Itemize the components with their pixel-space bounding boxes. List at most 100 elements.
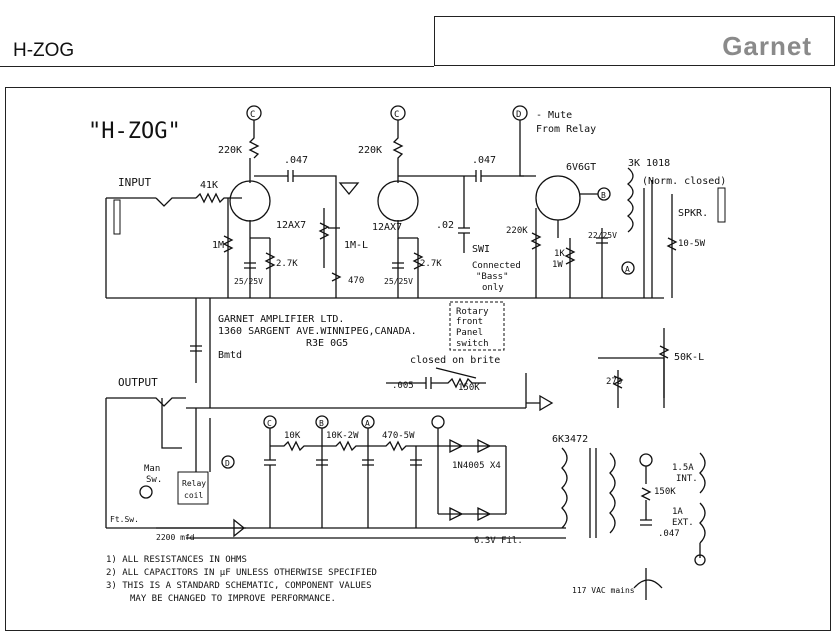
norm-closed-label: (Norm. closed) <box>642 176 726 187</box>
power-tube-connections <box>530 193 598 298</box>
fuse-int-1: 1.5A <box>672 463 694 473</box>
r-150k-b-label: 150K <box>654 487 676 497</box>
sw1-note-3: only <box>482 283 504 293</box>
schematic-diagram: "H-ZOG" INPUT 41K 12AX7 C 220K .047 1M 2… <box>88 105 726 604</box>
header: H-ZOG Garnet <box>0 0 836 72</box>
relay-label-2: coil <box>184 491 203 500</box>
rotary-line-2: front <box>456 317 483 327</box>
node-a-1-label: A <box>625 265 630 274</box>
r-220k-a-label: 220K <box>218 145 242 156</box>
input-jack <box>105 197 196 298</box>
diodes-label: 1N4005 X4 <box>452 461 501 471</box>
r-1k <box>564 238 576 298</box>
r-470-5w-label: 470-5W <box>382 431 415 441</box>
rotary-line-4: switch <box>456 339 489 349</box>
r-470 <box>331 268 342 298</box>
node-open <box>431 415 445 429</box>
company-line-1: GARNET AMPLIFIER LTD. <box>218 314 344 325</box>
transformer-label: 3K 1018 <box>628 158 670 169</box>
r-470-label: 470 <box>348 276 364 286</box>
mute-diode <box>525 373 554 412</box>
pilot-circuit <box>640 466 652 526</box>
company-line-3: R3E 0G5 <box>306 338 348 349</box>
tube-v1-label: 12AX7 <box>276 220 306 231</box>
output-jack <box>105 397 186 528</box>
rotary-switch-box <box>449 301 505 351</box>
cap-pw-label: 22/25V <box>588 231 617 240</box>
filter-chain <box>269 428 439 528</box>
man-switch <box>139 485 153 499</box>
node-c-1-label: C <box>250 110 255 120</box>
rotary-line-1: Rotary <box>456 307 489 317</box>
mute-wire <box>519 120 536 177</box>
r-150k-a-label: 150K <box>458 383 480 393</box>
output-label: OUTPUT <box>118 376 158 389</box>
fuses <box>699 452 706 558</box>
c-047-a <box>254 170 337 268</box>
r-10-5w <box>666 194 678 298</box>
power-transformer <box>561 447 616 538</box>
r-27k-b <box>412 238 424 298</box>
bright-network <box>386 367 486 389</box>
node-b-1-label: B <box>601 191 606 200</box>
r-27k-b-label: 2.7K <box>420 259 442 269</box>
r-270-label: 270 <box>606 377 622 387</box>
schematic-frame: "H-ZOG" INPUT 41K 12AX7 C 220K .047 1M 2… <box>5 87 831 631</box>
r-41k <box>195 192 234 204</box>
ground-symbol <box>338 182 360 196</box>
r-1k-label-1: 1K <box>554 249 565 259</box>
cap-pw <box>596 228 608 298</box>
cap-v2 <box>392 238 404 298</box>
rectifier-label: 6K3472 <box>552 434 588 445</box>
relay-coil-box <box>177 471 209 505</box>
cap-v1 <box>244 238 256 298</box>
brand-logo-text: Garnet <box>722 31 812 61</box>
sw1-label: SWI <box>472 244 490 255</box>
c-047-b-label: .047 <box>472 155 496 166</box>
spkr-label: SPKR. <box>678 208 708 219</box>
relay-wiring <box>156 398 246 538</box>
closed-on-brite-label: closed on brite <box>410 355 500 366</box>
ot-primary <box>626 167 634 233</box>
mains-label: 117 VAC mains <box>572 586 635 595</box>
cap-2200-label: 2200 mfd <box>156 533 195 542</box>
note-3: 3) THIS IS A STANDARD SCHEMATIC, COMPONE… <box>106 581 372 591</box>
note-2: 2) ALL CAPACITORS IN μF UNLESS OTHERWISE… <box>106 568 377 578</box>
pot-50k <box>658 328 670 398</box>
tube-power <box>535 175 581 221</box>
c-005-label: .005 <box>392 381 414 391</box>
filter-caps <box>264 459 422 528</box>
v1-connections <box>234 158 270 239</box>
input-jack-body <box>113 199 121 235</box>
node-a-2-label: A <box>365 419 370 428</box>
r-220k-b <box>392 120 418 239</box>
node-d-1-label: D <box>516 110 521 120</box>
r-1k-label-2: 1W <box>552 260 563 270</box>
pot-1m-l <box>318 208 340 268</box>
filament-rails <box>106 527 566 539</box>
schematic-title: "H-ZOG" <box>88 119 181 144</box>
input-label: INPUT <box>118 176 151 189</box>
r-27k-a-label: 2.7K <box>276 259 298 269</box>
fuse-int-2: INT. <box>676 474 698 484</box>
title-box: H-ZOG <box>0 16 434 67</box>
cap-v1-label: 25/25V <box>234 277 263 286</box>
cap-v2-label: 25/25V <box>384 277 413 286</box>
r-27k-a <box>264 238 276 298</box>
neon-lamp <box>694 554 706 566</box>
node-c-2-label: C <box>394 110 399 120</box>
speaker-jack <box>717 187 726 223</box>
ot-core <box>643 180 653 298</box>
node-d-2-label: D <box>225 459 230 468</box>
c-047-b <box>398 170 524 182</box>
c-02 <box>458 176 470 253</box>
fuse-ext-1: 1A <box>672 507 683 517</box>
node-b-2-label: B <box>319 419 324 428</box>
mains-plug <box>633 568 663 600</box>
rotary-line-3: Panel <box>456 328 483 338</box>
r-1m-label: 1M <box>212 240 224 251</box>
pilot-lamp <box>639 453 653 467</box>
c-047-c-label: .047 <box>658 529 680 539</box>
pot-50k-label: 50K-L <box>674 352 704 363</box>
pot-1m-l-label: 1M-L <box>344 240 368 251</box>
